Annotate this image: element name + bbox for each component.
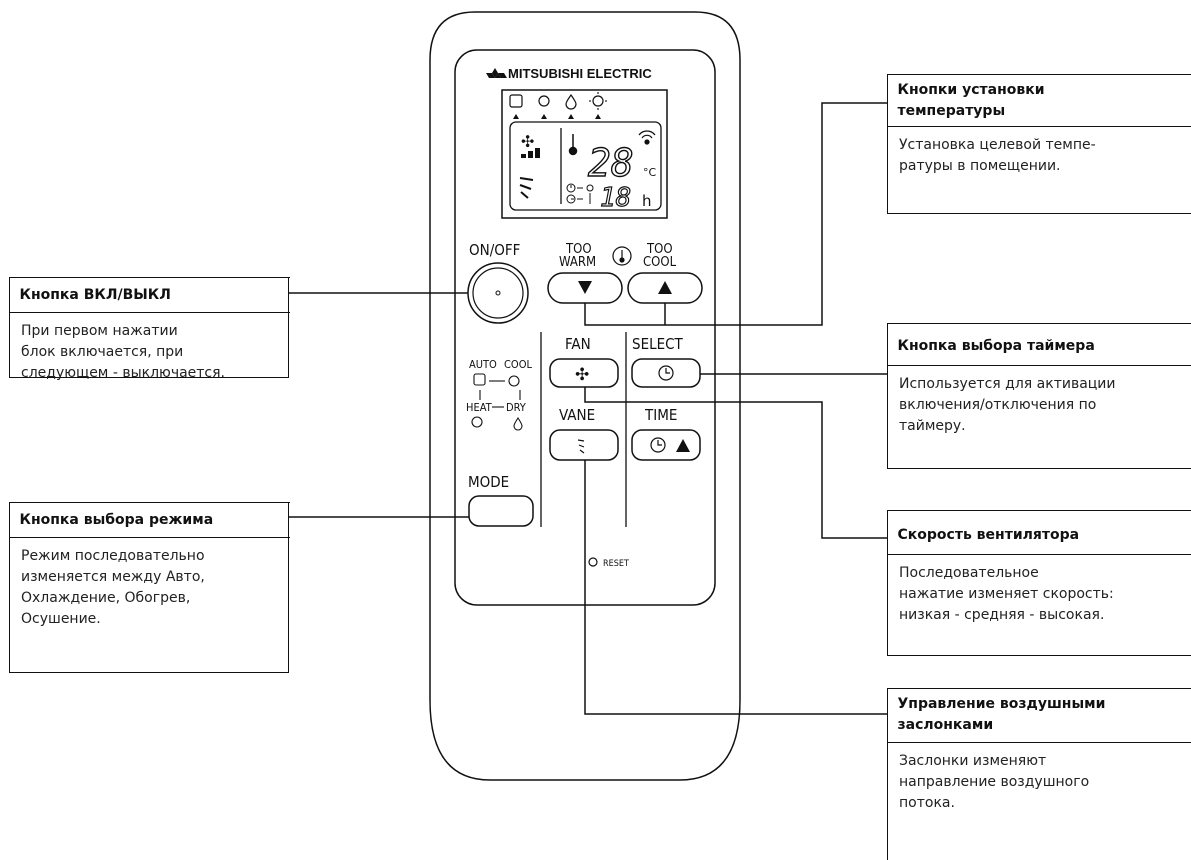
callout-mode-line: Режим последовательно [21,548,205,564]
too-warm-button[interactable] [547,272,623,304]
callout-vane-title: заслонками [897,717,994,733]
callout-mode-line: Осушение. [21,611,101,627]
lcd-mode-markers [513,114,601,119]
callout-temperature-line: Установка целевой темпе- [899,137,1096,153]
callout-temperature-line: ратуры в помещении. [899,158,1061,174]
callout-timer-line: включения/отключения по [899,397,1097,413]
lcd-heat-icon [592,95,604,107]
lcd-fan-bars [521,148,540,158]
lcd-fan-icon: ✣ [521,132,534,151]
clock-icon [650,437,666,453]
cool-icon [508,375,520,387]
callout-timer-line: таймеру. [899,418,966,434]
mode-auto-label: AUTO [469,358,497,371]
lcd-thermometer-icon [568,134,578,156]
mode-heat-label: HEAT [466,401,493,414]
callout-vane-line: Заслонки изменяют [899,753,1047,769]
lcd-cool-icon [538,95,550,107]
lcd-auto-icon [509,94,523,108]
arrow-up-icon [658,281,672,294]
lcd-temperature: 28 [588,141,634,185]
timer-select-button[interactable] [631,358,701,388]
lcd-vane-icon [519,177,534,199]
fan-label: FAN [565,335,591,353]
leader-fan [584,374,888,539]
callout-vane: Управление воздушными заслонками Заслонк… [886,688,1191,860]
callout-mode-line: изменяется между Авто, [21,569,205,585]
callout-timer-title: Кнопка выбора таймера [897,338,1095,354]
on-off-button[interactable] [467,262,529,324]
arrow-down-icon [578,281,592,294]
too-cool-label-bottom: COOL [643,255,677,270]
callout-temperature-title: температуры [897,103,1006,119]
mode-button[interactable] [468,495,534,527]
mode-label: MODE [468,473,509,491]
callout-vane-title: Управление воздушными [897,696,1106,712]
lcd-display: ✣ 28 °C [501,89,668,219]
reset-label: RESET [603,559,629,569]
vane-icon [577,439,585,454]
remote-body [429,11,741,781]
too-warm-label-bottom: WARM [559,255,596,270]
leader-lines [288,102,888,715]
lcd-temperature-unit: °C [643,166,657,179]
auto-icon [473,373,486,386]
mode-cycle-legend: AUTO COOL HEAT DRY [466,358,532,431]
callout-fan-line: нажатие изменяет скорость: [899,586,1114,602]
too-warm-label-top: TOO [565,242,592,257]
clock-icon [658,365,674,381]
lcd-timer-value: 18 [600,183,631,213]
callout-fan-title: Скорость вентилятора [897,527,1080,543]
callout-timer-line: Используется для активации [899,376,1116,392]
leader-vane [584,446,888,715]
mode-dry-label: DRY [506,401,527,414]
callout-on-off: Кнопка ВКЛ/ВЫКЛ При первом нажатии блок … [8,277,290,381]
mode-cool-label: COOL [504,358,532,371]
callout-mode-line: Охлаждение, Обогрев, [21,590,191,606]
vane-label: VANE [559,406,595,424]
lcd-heat-rays [589,92,607,110]
time-label: TIME [644,406,677,424]
leader-temp [584,102,888,326]
callout-fan-line: Последовательное [899,565,1039,581]
remote-panel [454,49,716,606]
lcd-timer-unit: h [642,192,652,210]
dry-icon [513,417,523,431]
callout-on-off-line: При первом нажатии [21,323,178,339]
vane-button[interactable] [549,429,619,461]
callout-temperature-title: Кнопки установки [897,82,1045,98]
lcd-dry-icon [565,93,577,110]
select-label: SELECT [632,335,684,353]
mitsubishi-logo [486,68,507,78]
callout-mode: Кнопка выбора режима Режим последователь… [8,502,290,673]
callout-fan: Скорость вентилятора Последовательное на… [886,510,1191,656]
lcd-timer-icons [566,183,594,204]
callout-vane-line: потока. [899,795,955,811]
arrow-up-icon [676,439,690,452]
reset-button[interactable] [588,557,598,567]
callout-fan-line: низкая - средняя - высокая. [899,607,1105,623]
temperature-sensor-icon [612,246,632,266]
fan-button[interactable]: ✣ [549,358,619,388]
on-off-label: ON/OFF [469,241,520,259]
lcd-signal-icon [638,130,656,145]
callout-on-off-line: блок включается, при [21,344,184,360]
heat-icon [471,416,483,428]
fan-icon: ✣ [575,365,589,385]
callout-temperature: Кнопки установки температуры Установка ц… [886,74,1191,214]
too-cool-label-top: TOO [646,242,673,257]
time-button[interactable] [631,429,701,461]
brand-text: MITSUBISHI ELECTRIC [508,66,652,81]
callout-on-off-line: следующем - выключается. [21,365,226,381]
callout-timer: Кнопка выбора таймера Используется для а… [886,323,1191,469]
callout-vane-line: направление воздушного [899,774,1090,790]
callout-mode-title: Кнопка выбора режима [19,512,214,528]
callout-on-off-title: Кнопка ВКЛ/ВЫКЛ [19,287,171,303]
too-cool-button[interactable] [627,272,703,304]
